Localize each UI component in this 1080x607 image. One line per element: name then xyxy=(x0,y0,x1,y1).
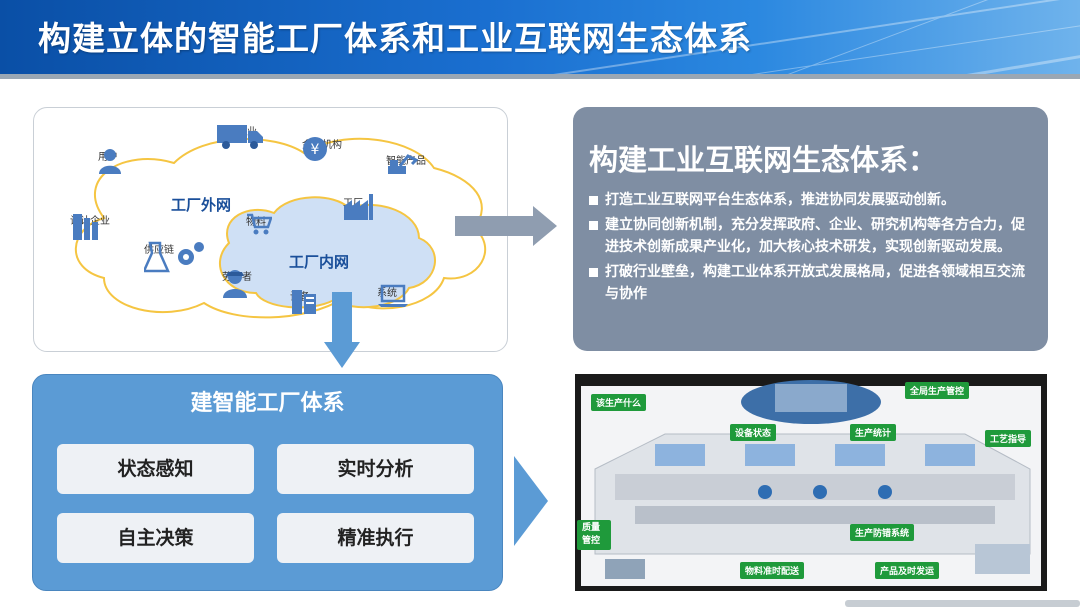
label-equipment-status: 设备状态 xyxy=(730,424,777,441)
right-arrow-icon xyxy=(455,206,557,246)
node-finance: ¥ 金融机构 xyxy=(302,136,342,161)
cell-realtime-analysis: 实时分析 xyxy=(277,444,474,494)
cell-precise-execution: 精准执行 xyxy=(277,513,474,563)
ecosystem-list: 打造工业互联网平台生态体系，推进协同发展驱动创新。 建立协同创新机制，充分发挥政… xyxy=(589,189,1037,308)
excavator-icon xyxy=(388,154,418,174)
node-logistics: 物流企业 xyxy=(217,123,263,149)
factory-floor-drawing xyxy=(581,380,1041,586)
list-item: 打造工业互联网平台生态体系，推进协同发展驱动创新。 xyxy=(589,189,1037,211)
label-quality-control: 质量管控 xyxy=(577,520,611,550)
factory-illustration: 全局生产管控 该生产什么 设备状态 生产统计 工艺指导 质量管控 生产防错系统 … xyxy=(575,374,1047,591)
label-production-stats: 生产统计 xyxy=(850,424,897,441)
label-product-shipping: 产品及时发运 xyxy=(875,562,940,579)
ecosystem-box: 构建工业互联网生态体系： 打造工业互联网平台生态体系，推进协同发展驱动创新。 建… xyxy=(573,107,1048,351)
flask-gear-icon xyxy=(144,241,204,273)
svg-text:¥: ¥ xyxy=(311,142,320,158)
list-item: 打破行业壁垒，构建工业体系开放式发展格局，促进各领域相互交流与协作 xyxy=(589,261,1037,305)
server-icon xyxy=(292,290,316,314)
label-material-delivery: 物料准时配送 xyxy=(740,562,805,579)
node-user: 用户 xyxy=(98,148,121,174)
ecosystem-title: 构建工业互联网生态体系： xyxy=(589,143,938,177)
building-icon xyxy=(73,214,98,240)
header-decoration xyxy=(553,0,1080,74)
node-system: 系统 xyxy=(377,284,408,307)
factory-icon xyxy=(344,194,373,220)
label-error-proofing: 生产防错系统 xyxy=(850,524,915,541)
bullet-square-icon xyxy=(589,196,598,205)
user-icon xyxy=(99,149,121,174)
cloud-shapes xyxy=(74,137,487,319)
header-banner: 构建立体的智能工厂体系和工业互联网生态体系 xyxy=(0,0,1080,74)
node-equipment: 设备 xyxy=(290,288,316,314)
page-title: 构建立体的智能工厂体系和工业互联网生态体系 xyxy=(38,19,752,58)
bullet-square-icon xyxy=(589,221,598,230)
outer-network-label: 工厂外网 xyxy=(171,196,232,214)
node-smart-product: 智能产品 xyxy=(386,152,426,174)
chevron-right-icon xyxy=(514,456,548,546)
horizontal-scrollbar[interactable] xyxy=(845,600,1080,607)
list-item: 建立协同创新机制，充分发挥政府、企业、研究机构等各方合力，促进技术创新成果产业化… xyxy=(589,214,1037,258)
node-material: 物料 xyxy=(246,213,272,235)
header-underline xyxy=(0,74,1080,79)
node-design: 设计企业 xyxy=(70,212,110,240)
laptop-icon xyxy=(378,284,408,307)
yen-coin-icon: ¥ xyxy=(303,137,327,161)
worker-icon xyxy=(223,270,247,298)
cell-state-sensing: 状态感知 xyxy=(57,444,254,494)
node-supply: 供应链 xyxy=(144,241,204,273)
inner-network-label: 工厂内网 xyxy=(289,253,350,271)
smart-factory-title: 建智能工厂体系 xyxy=(190,391,345,416)
label-process-guide: 工艺指导 xyxy=(985,430,1032,447)
node-worker: 劳动者 xyxy=(222,268,252,298)
node-factory: 工厂 xyxy=(343,194,373,220)
label-global-control: 全局生产管控 xyxy=(905,382,970,399)
network-cloud-panel: 工厂外网 工厂内网 用户 物流企业 ¥ 金融机构 智能产品 设计企业 物料 工厂… xyxy=(33,107,508,352)
truck-icon xyxy=(217,125,263,149)
down-arrow-icon xyxy=(324,292,360,368)
bullet-square-icon xyxy=(589,268,598,277)
label-what-to-produce: 该生产什么 xyxy=(591,394,647,411)
smart-factory-box: 建智能工厂体系 状态感知 实时分析 自主决策 精准执行 xyxy=(32,374,503,591)
cart-icon xyxy=(247,213,272,235)
cell-autonomous-decision: 自主决策 xyxy=(57,513,254,563)
